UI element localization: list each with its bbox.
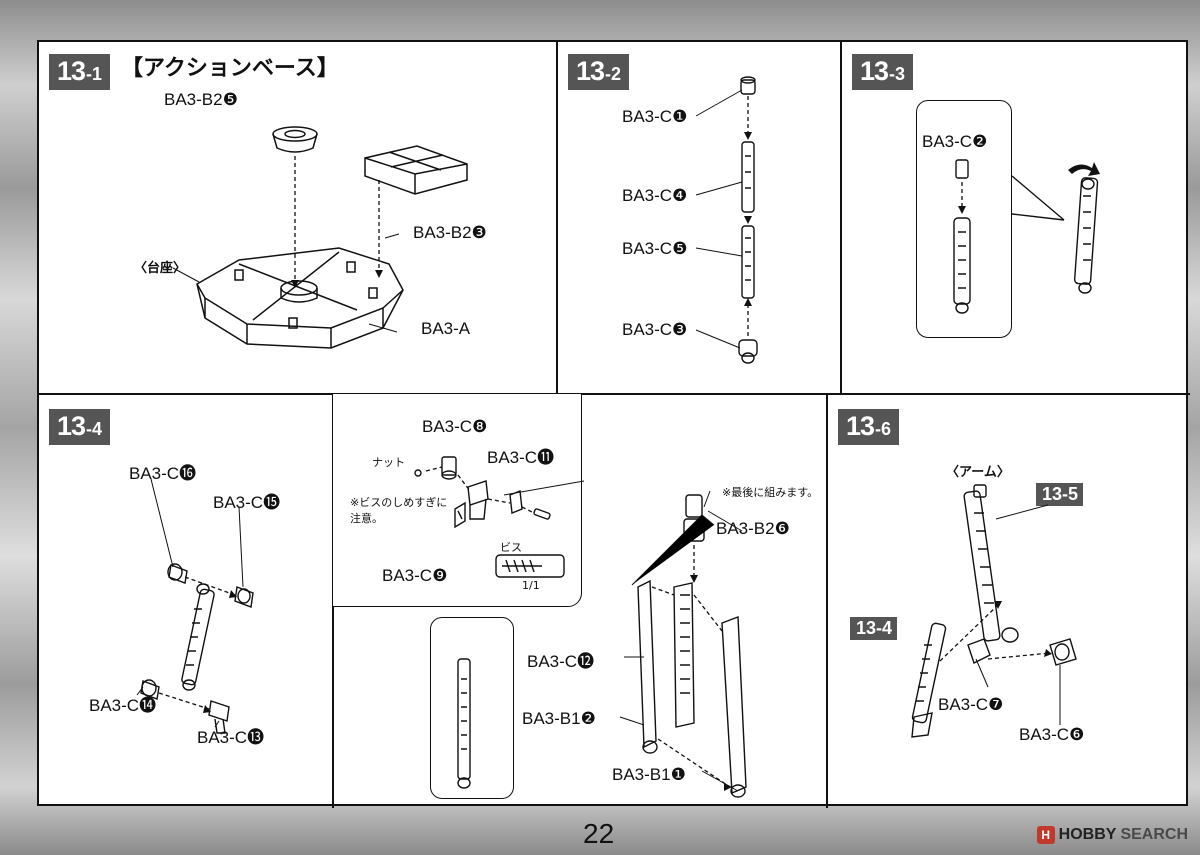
base-assembly-illustration (172, 126, 468, 349)
step-number: 13 (846, 411, 875, 441)
step-badge: 13-1 (49, 54, 111, 90)
step-sub: -1 (86, 64, 103, 84)
step-badge: 13-2 (568, 54, 630, 90)
detail-inset (916, 100, 1012, 338)
arm-detail-inset (430, 617, 514, 799)
panel-13-1: 13-1 【アクションベース】 BA3-B2❺ BA3-B2❸ 〈台座〉 BA3… (39, 42, 558, 395)
part-label: BA3-B2❸ (413, 223, 487, 242)
step-number: 13 (57, 411, 86, 441)
ref-badge-13-5: 13-5 (1036, 483, 1084, 506)
part-label: BA3-A (421, 319, 471, 338)
warning-line-1: ※ビスのしめすぎに (350, 496, 448, 509)
arm-assembly-illustration (414, 456, 747, 798)
panel-13-6: 13-6 〈アーム〉 13-5 13-4 BA3-C❼ BA3-C❻ (828, 395, 1190, 808)
panel-13-2: 13-2 BA3-C❶ BA3-C❹ BA3-C❺ BA3-C❸ (558, 42, 842, 395)
final-arm-illustration (911, 484, 1077, 738)
hobby-logo-icon: H (1036, 826, 1055, 844)
scale-label: 1/1 (522, 579, 540, 592)
part-label: BA3-C⓫ (487, 448, 555, 467)
instruction-sheet: 13-1 【アクションベース】 BA3-B2❺ BA3-B2❸ 〈台座〉 BA3… (37, 40, 1190, 808)
arm-heading: 〈アーム〉 (946, 465, 1010, 480)
step-sub: -3 (889, 64, 906, 84)
part-label: BA3-B1❶ (612, 765, 686, 784)
hobby-search-watermark: H HOBBY SEARCH (1036, 826, 1188, 844)
part-label: BA3-C⓭ (197, 728, 265, 747)
screw-detail-inset (332, 393, 582, 607)
watermark-search: SEARCH (1120, 826, 1188, 843)
part-label: BA3-B2❻ (716, 519, 790, 538)
part-label: BA3-C❹ (622, 186, 688, 205)
part-label: BA3-C❺ (622, 239, 688, 258)
pole-assembly-illustration (695, 76, 758, 364)
part-label: BA3-C❾ (382, 566, 448, 585)
part-label: BA3-C⓰ (129, 464, 197, 483)
panel-13-5: 13-5 BA3-C❽ BA3-C⓫ ナット ※ビスのしめすぎに 注意。 ビス … (332, 393, 828, 808)
part-label: BA3-B2❺ (164, 90, 238, 109)
step-sub: -6 (875, 419, 892, 439)
pole-cap-illustration (953, 159, 1100, 314)
step-badge: 13-6 (838, 409, 900, 445)
step-number: 13 (860, 56, 889, 86)
panel-13-4: 13-4 BA3-C⓰ BA3-C⓯ BA3-C⓮ BA3-C⓭ (39, 395, 334, 808)
watermark-brand: HOBBY (1058, 826, 1117, 843)
part-label: BA3-C⓬ (527, 652, 595, 671)
part-label: BA3-C❶ (622, 107, 688, 126)
screw-label: ビス (500, 541, 522, 554)
panel-13-3: 13-3 BA3-C❷ (842, 42, 1190, 395)
part-label: BA3-C❸ (622, 320, 688, 339)
ref-badge-13-4: 13-4 (850, 617, 898, 640)
part-label: BA3-C❷ (922, 132, 988, 151)
step-sub: -2 (605, 64, 622, 84)
joint-assembly-illustration (136, 478, 254, 734)
part-label: BA3-C⓯ (213, 493, 281, 512)
step-sub: -4 (86, 419, 103, 439)
step-badge: 13-4 (49, 409, 111, 445)
panel-title: 【アクションベース】 (121, 56, 339, 81)
step-number: 13 (57, 56, 86, 86)
part-label: BA3-B1❷ (522, 709, 596, 728)
part-label: BA3-C⓮ (89, 696, 157, 715)
base-label: 〈台座〉 (134, 261, 187, 276)
assemble-last-note: ※最後に組みます。 (722, 486, 819, 499)
part-label: BA3-C❼ (938, 695, 1004, 714)
step-badge: 13-3 (852, 54, 914, 90)
nut-label: ナット (372, 456, 405, 469)
part-label: BA3-C❽ (422, 417, 488, 436)
part-label: BA3-C❻ (1019, 725, 1085, 744)
step-number: 13 (576, 56, 605, 86)
page-number: 22 (583, 818, 615, 849)
warning-line-2: 注意。 (350, 512, 383, 525)
